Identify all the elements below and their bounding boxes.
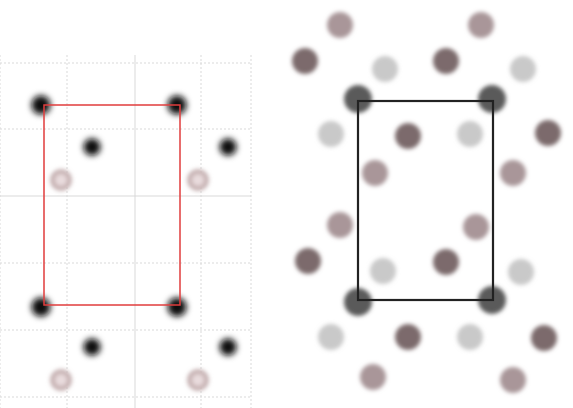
atom-marker bbox=[508, 259, 534, 285]
atom-marker bbox=[219, 338, 237, 356]
atom-marker bbox=[219, 138, 237, 156]
atom-marker bbox=[344, 288, 372, 316]
left-projection-panel bbox=[0, 55, 252, 408]
left-atoms bbox=[31, 95, 237, 391]
atom-marker bbox=[327, 212, 353, 238]
atom-marker bbox=[370, 258, 396, 284]
atom-marker bbox=[433, 249, 459, 275]
atom-marker bbox=[531, 325, 557, 351]
atom-marker bbox=[500, 160, 526, 186]
atom-marker bbox=[360, 364, 386, 390]
right-unit-cell-outline bbox=[356, 99, 495, 302]
atom-marker bbox=[318, 121, 344, 147]
right-projection-panel bbox=[292, 12, 561, 393]
atom-marker bbox=[500, 367, 526, 393]
atom-marker bbox=[327, 12, 353, 38]
atom-marker bbox=[167, 297, 187, 317]
atom-marker bbox=[318, 324, 344, 350]
atom-marker bbox=[395, 324, 421, 350]
atom-marker bbox=[344, 85, 372, 113]
atom-marker bbox=[55, 174, 67, 186]
left-unit-cell-outline bbox=[43, 104, 181, 306]
atom-marker bbox=[372, 56, 398, 82]
right-atoms bbox=[292, 12, 561, 393]
atom-marker bbox=[510, 56, 536, 82]
atom-marker bbox=[83, 338, 101, 356]
atom-marker bbox=[478, 85, 506, 113]
atom-marker bbox=[295, 248, 321, 274]
atom-marker bbox=[292, 48, 318, 74]
atom-marker bbox=[31, 297, 51, 317]
atom-marker bbox=[457, 324, 483, 350]
atom-marker bbox=[192, 374, 204, 386]
atom-marker bbox=[433, 48, 459, 74]
atom-marker bbox=[395, 123, 421, 149]
left-grid bbox=[0, 55, 252, 408]
atom-marker bbox=[83, 138, 101, 156]
atom-marker bbox=[535, 120, 561, 146]
atom-marker bbox=[192, 174, 204, 186]
atom-marker bbox=[31, 95, 51, 115]
atom-marker bbox=[463, 214, 489, 240]
atom-marker bbox=[55, 374, 67, 386]
atom-marker bbox=[362, 160, 388, 186]
atom-marker bbox=[457, 121, 483, 147]
atom-marker bbox=[468, 12, 494, 38]
